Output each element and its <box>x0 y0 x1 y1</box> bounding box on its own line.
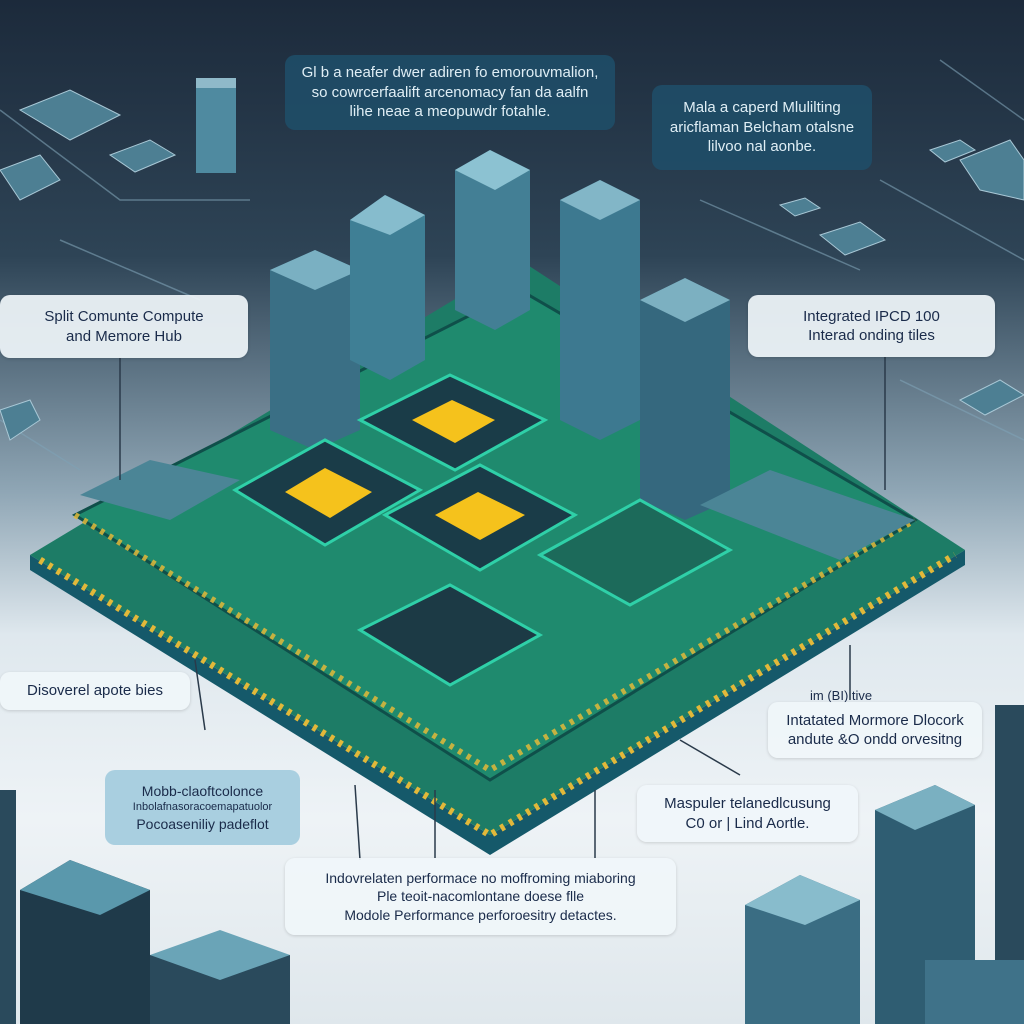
label-line: Pocoaseniliy padeflot <box>136 815 269 832</box>
label-line: Inbolafnasoracoemapatuolor <box>132 801 273 814</box>
label-left-mid: Split Comunte Compute and Memore Hub <box>0 295 248 358</box>
die-center <box>435 492 525 540</box>
label-line: Indovrelaten performace no moffroming mi… <box>325 870 636 887</box>
label-line: Ple teoit-nacomlontane doese flle <box>376 888 585 905</box>
label-top-center: Gl b a neafer dwer adiren fo emorouvmali… <box>285 55 615 130</box>
label-right-low: Intatated Mormore Dlocork andute &O ondd… <box>768 702 982 758</box>
label-line: Split Comunte Compute <box>44 308 204 325</box>
label-line: Modole Performance perforoesitry detacte… <box>344 906 617 923</box>
label-line: Gl b a neafer dwer adiren fo emorouvmali… <box>301 64 599 82</box>
label-line: andute &O ondd orvesitng <box>787 731 963 748</box>
label-left-low-2: Mobb-claoftcolonce Inbolafnasoracoemapat… <box>105 770 300 845</box>
label-line: aricflaman Belcham otalsne <box>669 118 855 136</box>
label-right-tag: im (BI) tive <box>810 688 873 703</box>
label-line: C0 or | Lind Aortle. <box>685 814 810 832</box>
label-bottom: Indovrelaten performace no moffroming mi… <box>285 858 676 935</box>
leader-lines <box>119 357 886 861</box>
background-chips <box>0 89 1024 441</box>
label-right-low-2: Maspuler telanedlcusung C0 or | Lind Aor… <box>637 785 858 842</box>
label-line: Integrated IPCD 100 <box>803 307 940 325</box>
label-line: Mala a caperd Mlulilting <box>683 99 841 117</box>
die-top <box>412 400 495 443</box>
cpu-dies <box>80 373 915 687</box>
label-line: Mobb-claoftcolonce <box>141 783 264 800</box>
label-left-low: Disoverel apote bies <box>0 672 190 710</box>
label-top-right: Mala a caperd Mlulilting aricflaman Belc… <box>652 85 872 170</box>
background-tower <box>196 78 236 173</box>
chip-buildings <box>270 150 730 520</box>
label-line: lihe neae a meopuwdr fotahle. <box>349 103 551 121</box>
label-line: Intatated Mormore Dlocork <box>786 711 964 729</box>
label-line: lilvoo nal aonbe. <box>707 138 817 156</box>
label-right-mid: Integrated IPCD 100 Interad onding tiles <box>748 295 995 357</box>
foreground-buildings <box>0 705 1024 1024</box>
die-left <box>285 468 372 518</box>
label-line: Maspuler telanedlcusung <box>664 795 831 812</box>
label-line: so cowrcerfaalift arcenomacy fan da aalf… <box>311 83 589 101</box>
label-line: and Memore Hub <box>66 327 182 345</box>
label-line: Disoverel apote bies <box>27 682 163 700</box>
label-line: Interad onding tiles <box>808 327 935 344</box>
